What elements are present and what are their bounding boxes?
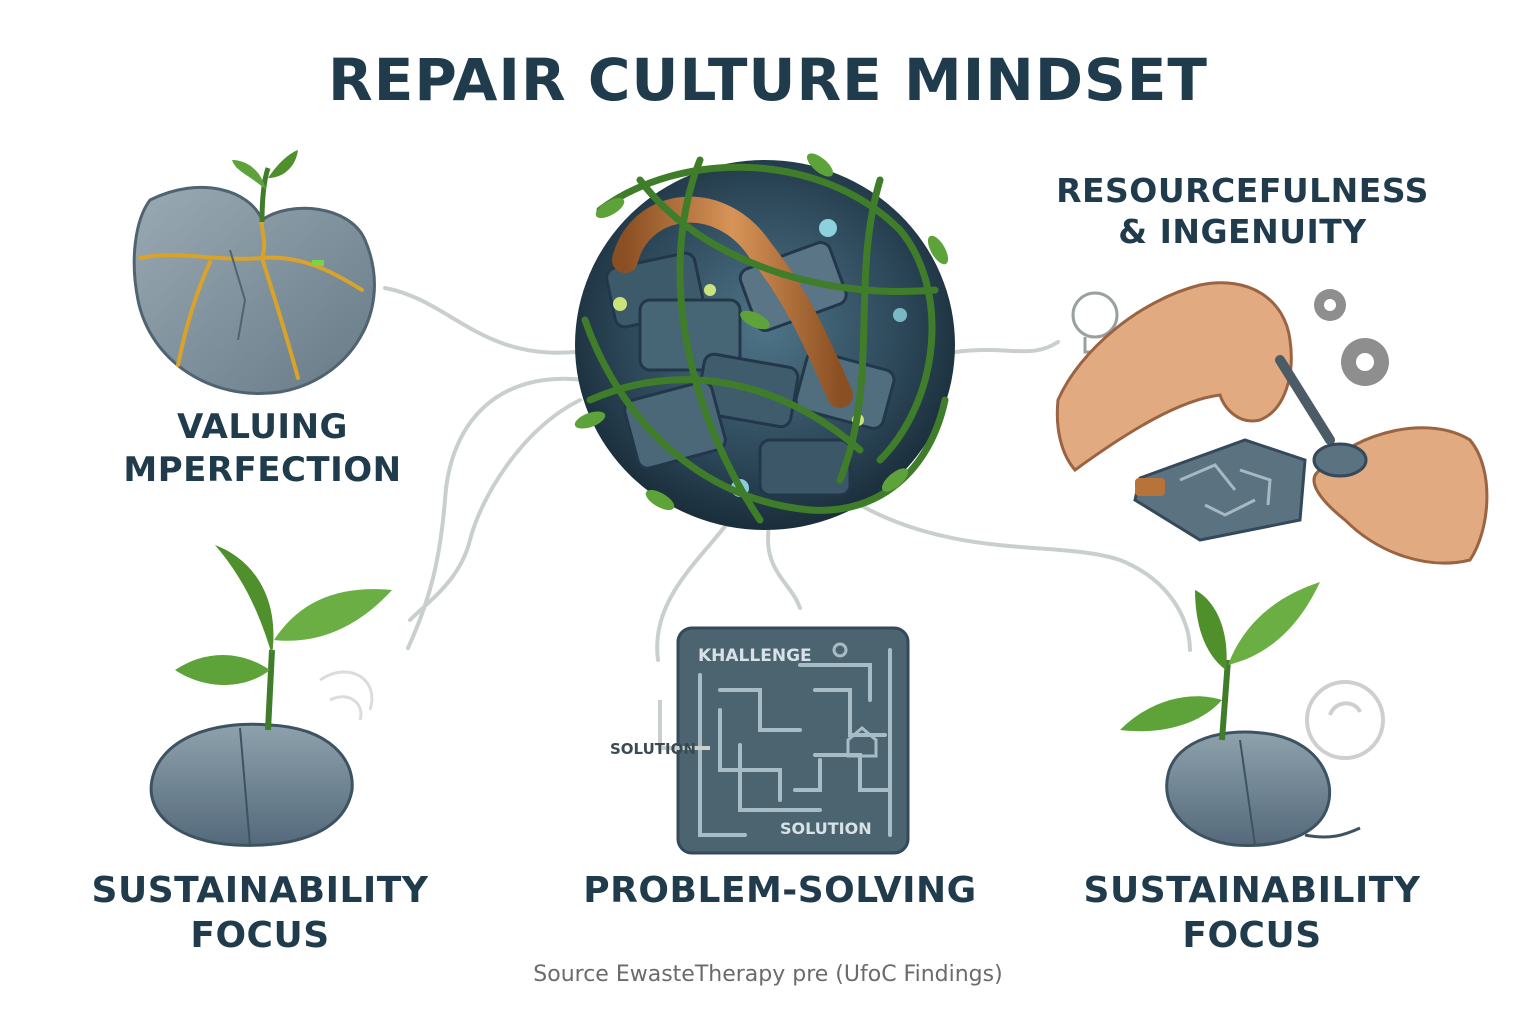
maze-solution-bottom-label: SOLUTION bbox=[780, 819, 872, 838]
source-caption: Source EwasteTherapy pre (UfoC Findings) bbox=[533, 962, 1003, 987]
connector-sustainability-right bbox=[858, 503, 1192, 652]
connector-lines bbox=[383, 286, 1192, 662]
maze-solution-side-label: SOLUTION bbox=[610, 740, 696, 758]
maze-challenge-label: KHALLENGE bbox=[698, 646, 812, 666]
connector-problem-solving-2 bbox=[766, 518, 802, 610]
label-sustainability-right: SUSTAINABILITY FOCUS bbox=[1083, 870, 1421, 956]
hands-repair-icon bbox=[1055, 281, 1489, 565]
connector-imperfection bbox=[383, 286, 577, 355]
label-problem-solving: PROBLEM-SOLVING bbox=[583, 870, 977, 911]
page-title: REPAIR CULTURE MINDSET bbox=[328, 46, 1208, 114]
connector-problem-solving bbox=[655, 518, 732, 662]
cracked-stone-icon bbox=[132, 150, 376, 395]
connector-sustainability-left bbox=[406, 376, 587, 650]
recycle-icon bbox=[1305, 680, 1385, 760]
label-resourcefulness: RESOURCEFULNESS & INGENUITY bbox=[1056, 171, 1429, 252]
sprout-mouse-left-icon bbox=[149, 545, 392, 847]
label-sustainability-left: SUSTAINABILITY FOCUS bbox=[91, 870, 429, 956]
repair-core-icon bbox=[574, 153, 955, 530]
label-valuing-imperfection: VALUING MPERFECTION bbox=[123, 407, 402, 490]
connector-resourcefulness bbox=[953, 340, 1060, 354]
sprout-mouse-right-icon bbox=[1120, 582, 1385, 847]
maze-icon: KHALLENGE SOLUTION SOLUTION bbox=[610, 626, 910, 855]
connector-sustainability-left-2 bbox=[408, 398, 582, 622]
